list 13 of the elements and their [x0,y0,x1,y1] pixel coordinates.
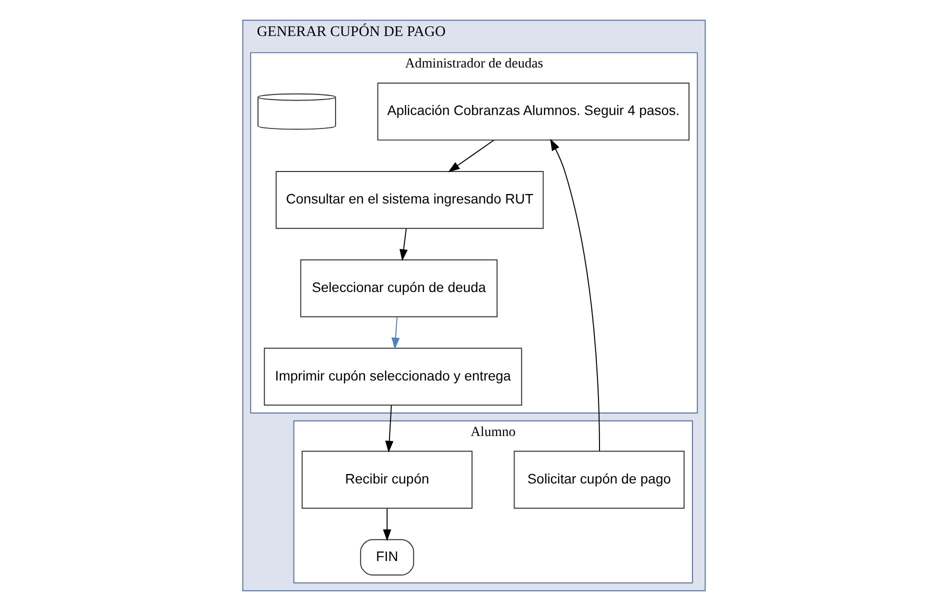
node-box: Imprimir cupón seleccionado y entrega [263,348,522,406]
arrow [382,508,391,542]
node-box: Consultar en el sistema ingresando RUT [275,170,544,229]
arrow [448,140,494,172]
arrow [399,228,408,262]
arrow [390,316,400,350]
arrow [550,138,600,452]
arrow [384,404,393,453]
node-box: Aplicación Cobranzas Alumnos. Seguir 4 pasos. [376,82,689,141]
node-box: Seleccionar cupón de deuda [300,259,498,318]
node-box: Solicitar cupón de pago [513,450,684,509]
node-box: FIN [360,539,414,576]
node-box: Recibir cupón [301,450,472,509]
